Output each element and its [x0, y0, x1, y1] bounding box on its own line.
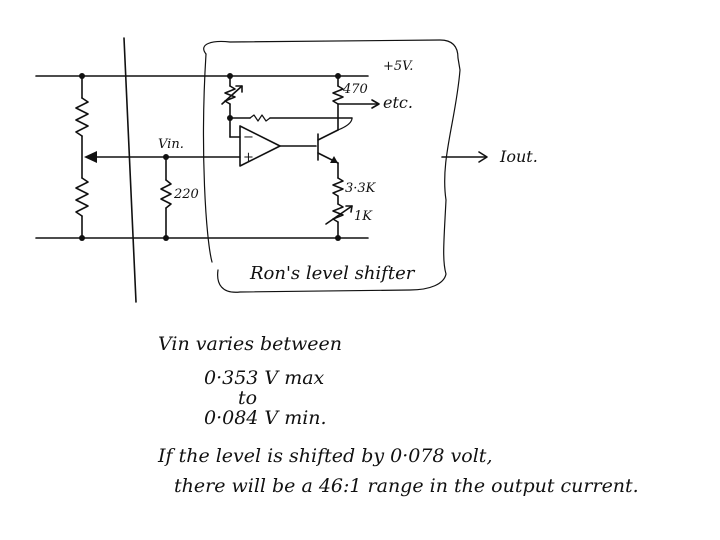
- etc-arrow-icon: [371, 99, 380, 109]
- op-amp-minus-label: −: [243, 130, 254, 145]
- iout-label: Iout.: [499, 147, 538, 166]
- etc-label: etc.: [383, 93, 413, 112]
- offset-trimmer: [221, 75, 243, 119]
- note-line-1: Vin varies between: [158, 333, 342, 355]
- op-amp-plus-label: +: [243, 150, 254, 165]
- feedback-resistor: [249, 114, 271, 122]
- shifter-box-label: Ron's level shifter: [249, 263, 416, 284]
- trimmer-arrow-icon: [221, 85, 243, 105]
- resistor-220: [160, 156, 172, 239]
- input-potentiometer: [75, 75, 241, 239]
- emitter-arrow-icon: [330, 156, 338, 163]
- junction-dot: [335, 73, 341, 79]
- wiper-arrow-icon: [84, 151, 97, 163]
- pot-1k-arrow-icon: [325, 205, 353, 225]
- resistor-220-label: 220: [173, 187, 199, 202]
- resistor-3k3: [332, 177, 344, 205]
- junction-dot: [163, 154, 169, 160]
- note-line-2: 0·353 V max: [204, 367, 325, 389]
- note-line-4: 0·084 V min.: [204, 407, 327, 429]
- notes-block: Vin varies between 0·353 V max to 0·084 …: [157, 333, 639, 497]
- npn-transistor: [317, 117, 353, 164]
- vin-label: Vin.: [158, 137, 184, 152]
- note-line-3: to: [238, 387, 257, 409]
- op-amp-triangle: [239, 125, 281, 167]
- resistor-3k3-label: 3·3K: [345, 181, 377, 196]
- op-amp: − +: [239, 125, 281, 167]
- iout-arrow-icon: [478, 151, 488, 163]
- note-line-5: If the level is shifted by 0·078 volt,: [157, 445, 493, 467]
- note-line-6: there will be a 46:1 range in the output…: [174, 475, 639, 497]
- level-shifter-box: Ron's level shifter: [202, 39, 461, 293]
- junction-dot: [79, 73, 85, 79]
- junction-dot: [335, 235, 341, 241]
- separator-line: [123, 37, 137, 303]
- output-current: Iout.: [441, 147, 538, 166]
- inner-circuit: − + 470 etc. +5V. 3·3: [221, 59, 413, 241]
- resistor-470-label: 470: [342, 82, 368, 97]
- junction-dot: [227, 73, 233, 79]
- pot-1k: [325, 203, 353, 239]
- supply-label: +5V.: [383, 59, 413, 74]
- resistor-470: [332, 75, 344, 131]
- outer-circuit: 220 Vin.: [35, 37, 369, 303]
- shifter-box-left-edge: [202, 53, 213, 263]
- pot-1k-label: 1K: [354, 209, 373, 224]
- junction-dot: [163, 235, 169, 241]
- shifter-box-outline: [203, 39, 461, 293]
- junction-dot: [79, 235, 85, 241]
